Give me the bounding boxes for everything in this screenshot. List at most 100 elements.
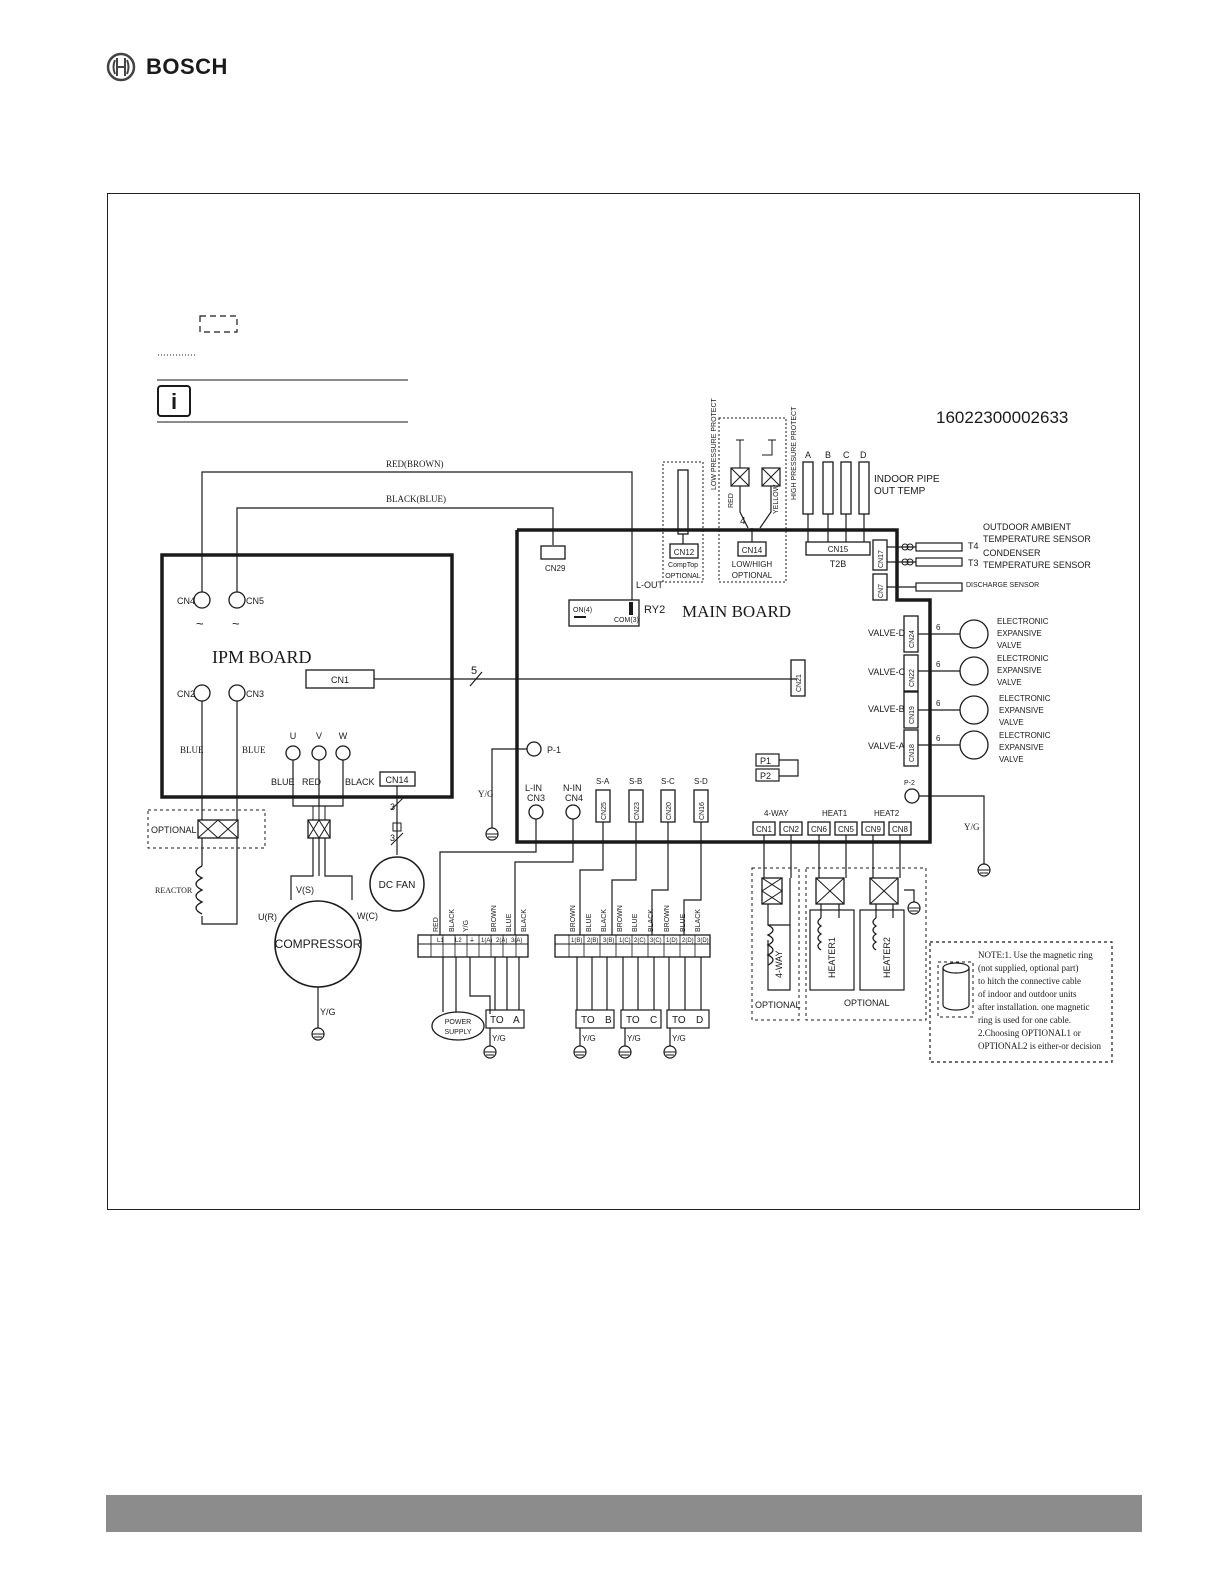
svg-text:BLUE: BLUE xyxy=(506,913,513,932)
svg-text:(not supplied, optional part): (not supplied, optional part) xyxy=(978,963,1078,973)
svg-text:1(A): 1(A) xyxy=(481,938,492,944)
svg-text:P2: P2 xyxy=(760,771,771,781)
svg-text:Y/G: Y/G xyxy=(627,1034,641,1043)
svg-text:CN17: CN17 xyxy=(878,550,885,568)
svg-text:C: C xyxy=(843,450,850,460)
svg-text:BLACK: BLACK xyxy=(601,909,608,932)
svg-text:P-1: P-1 xyxy=(547,745,561,755)
svg-text:YELLOW: YELLOW xyxy=(773,484,780,514)
svg-text:VALVE: VALVE xyxy=(997,678,1022,687)
svg-text:ELECTRONIC: ELECTRONIC xyxy=(999,694,1051,703)
svg-text:CN18: CN18 xyxy=(909,744,916,762)
svg-text:INDOOR PIPE: INDOOR PIPE xyxy=(874,474,940,485)
svg-text:A: A xyxy=(805,450,811,460)
svg-text:1(D): 1(D) xyxy=(666,938,678,944)
svg-text:2(B): 2(B) xyxy=(587,938,598,944)
svg-text:⏚: ⏚ xyxy=(469,937,475,944)
svg-text:VALVE-C: VALVE-C xyxy=(868,667,906,677)
ground-icon-p1 xyxy=(485,827,499,841)
svg-text:CN19: CN19 xyxy=(909,706,916,724)
svg-text:to hitch the connective cable: to hitch the connective cable xyxy=(978,976,1081,986)
svg-text:OUT TEMP: OUT TEMP xyxy=(874,486,926,497)
svg-text:OPTIONAL2 is either-or decisio: OPTIONAL2 is either-or decision xyxy=(978,1041,1102,1051)
svg-text:ELECTRONIC: ELECTRONIC xyxy=(997,617,1049,626)
svg-text:TEMPERATURE SENSOR: TEMPERATURE SENSOR xyxy=(983,534,1091,544)
svg-text:VALVE: VALVE xyxy=(997,641,1022,650)
svg-text:CN8: CN8 xyxy=(892,825,909,834)
svg-text:VALVE: VALVE xyxy=(999,718,1024,727)
svg-text:after installation. one magnet: after installation. one magnetic xyxy=(978,1002,1089,1012)
svg-text:CN16: CN16 xyxy=(699,802,706,820)
svg-text:3: 3 xyxy=(390,802,395,812)
svg-text:CN7: CN7 xyxy=(878,584,885,598)
svg-text:CN23: CN23 xyxy=(634,802,641,820)
svg-text:1(C): 1(C) xyxy=(619,938,631,944)
svg-text:HIGH PRESSURE PROTECT: HIGH PRESSURE PROTECT xyxy=(791,406,798,500)
svg-text:Y/G: Y/G xyxy=(492,1034,506,1043)
svg-text:CN12: CN12 xyxy=(674,548,695,557)
svg-text:P-2: P-2 xyxy=(904,780,915,787)
svg-text:of indoor and outdoor units: of indoor and outdoor units xyxy=(978,989,1077,999)
svg-text:~: ~ xyxy=(196,616,204,631)
svg-text:T3: T3 xyxy=(968,558,979,568)
svg-text:2.Choosing OPTIONAL1 or: 2.Choosing OPTIONAL1 or xyxy=(978,1028,1081,1038)
svg-text:D: D xyxy=(860,450,867,460)
svg-text:Y/G: Y/G xyxy=(672,1034,686,1043)
ipm-board xyxy=(160,553,454,799)
svg-text:V: V xyxy=(316,731,322,741)
svg-text:BLUE: BLUE xyxy=(680,913,687,932)
svg-text:6: 6 xyxy=(936,660,941,669)
svg-text:N-IN: N-IN xyxy=(563,783,582,793)
svg-text:BLUE: BLUE xyxy=(632,913,639,932)
valve-a: VALVE-A CN18 6 ELECTRONIC EXPANSIVE VALV… xyxy=(868,729,1051,767)
svg-text:BROWN: BROWN xyxy=(570,905,577,932)
svg-text:CN4: CN4 xyxy=(177,596,195,606)
svg-text:CN14: CN14 xyxy=(385,775,408,785)
svg-text:RED: RED xyxy=(728,493,735,508)
svg-text:BLUE: BLUE xyxy=(180,745,204,755)
svg-text:OPTIONAL: OPTIONAL xyxy=(151,825,197,835)
svg-text:B: B xyxy=(825,450,831,460)
svg-text:W(C): W(C) xyxy=(357,911,378,921)
svg-text:L2: L2 xyxy=(455,938,462,944)
svg-text:5: 5 xyxy=(471,665,477,677)
svg-text:HEATER1: HEATER1 xyxy=(827,937,837,978)
svg-text:RED(BROWN): RED(BROWN) xyxy=(386,459,444,469)
svg-text:VALVE-D: VALVE-D xyxy=(868,628,906,638)
svg-text:CN22: CN22 xyxy=(909,669,916,687)
valve-d: VALVE-D CN24 6 ELECTRONIC EXPANSIVE VALV… xyxy=(868,615,1049,653)
svg-text:HEATER2: HEATER2 xyxy=(882,937,892,978)
svg-text:CN5: CN5 xyxy=(838,825,855,834)
svg-text:CN6: CN6 xyxy=(811,825,828,834)
svg-text:EXPANSIVE: EXPANSIVE xyxy=(997,629,1042,638)
main-board-title: MAIN BOARD xyxy=(682,602,791,621)
info-icon: i xyxy=(157,385,191,417)
svg-text:CompTop: CompTop xyxy=(668,562,698,569)
svg-text:CN29: CN29 xyxy=(545,564,566,573)
svg-text:OPTIONAL: OPTIONAL xyxy=(755,1000,801,1010)
power-supply-oval xyxy=(431,1011,485,1041)
svg-text:CN4: CN4 xyxy=(565,793,583,803)
svg-text:LOW/HIGH: LOW/HIGH xyxy=(732,560,773,569)
svg-text:L-OUT: L-OUT xyxy=(636,580,664,590)
svg-text:2(A): 2(A) xyxy=(496,938,507,944)
brand-header: BOSCH xyxy=(106,52,228,82)
svg-text:Y/G: Y/G xyxy=(582,1034,596,1043)
svg-text:6: 6 xyxy=(936,699,941,708)
svg-text:6: 6 xyxy=(936,734,941,743)
svg-text:NOTE:1. Use the magnetic ring: NOTE:1. Use the magnetic ring xyxy=(978,950,1093,960)
svg-text:RY2: RY2 xyxy=(644,604,665,616)
svg-text:VALVE-B: VALVE-B xyxy=(868,704,905,714)
bosch-armature-icon xyxy=(106,52,136,82)
svg-text:RED: RED xyxy=(302,777,322,787)
svg-text:OPTIONAL: OPTIONAL xyxy=(665,573,701,580)
svg-text:4: 4 xyxy=(740,516,746,527)
svg-text:T4: T4 xyxy=(968,541,979,551)
svg-text:CN1: CN1 xyxy=(756,825,773,834)
doc-number: 16022300002633 xyxy=(936,408,1068,427)
svg-text:S-C: S-C xyxy=(661,777,675,786)
svg-text:Y/G: Y/G xyxy=(320,1007,336,1017)
svg-text:ON(4): ON(4) xyxy=(573,607,592,614)
svg-text:1(B): 1(B) xyxy=(571,938,582,944)
terminal-block-2 xyxy=(554,934,711,958)
